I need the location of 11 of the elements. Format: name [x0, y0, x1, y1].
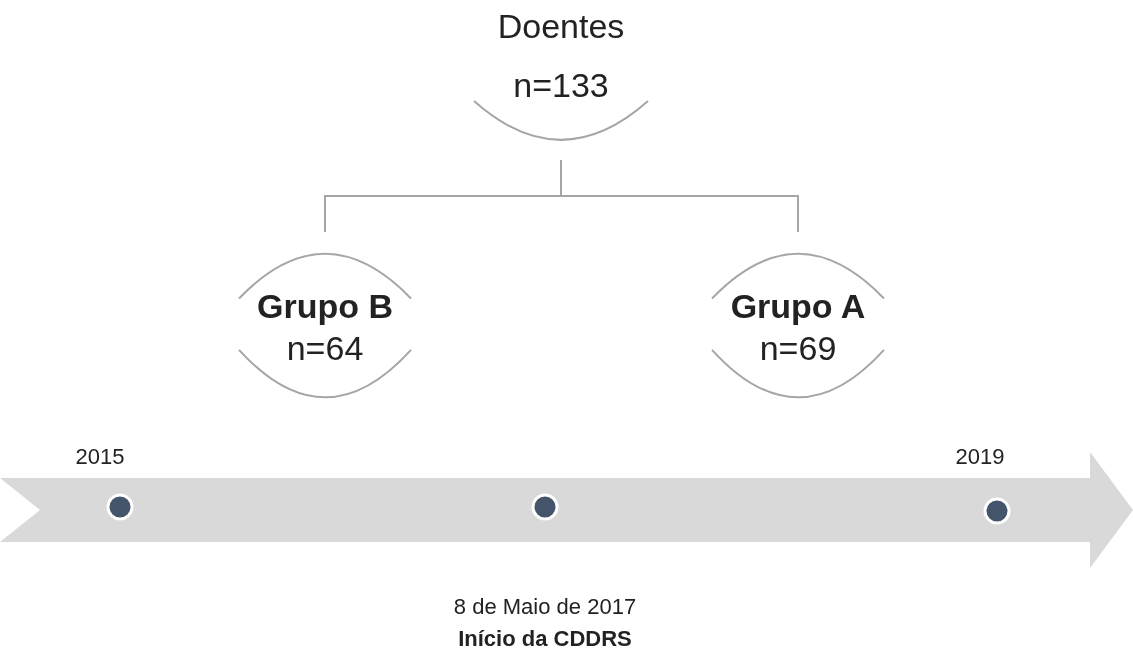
- year-label: 2015: [74, 443, 126, 471]
- node-title: Grupo A: [730, 285, 866, 327]
- node-title: Doentes: [497, 6, 625, 47]
- node-count: n=69: [759, 328, 837, 369]
- date-label: 8 de Maio de 2017: [452, 593, 638, 621]
- node-title: Grupo B: [257, 285, 393, 327]
- node-count: n=133: [513, 64, 609, 106]
- connector-line: [560, 159, 799, 233]
- date-label: Início da CDDRS: [457, 625, 633, 650]
- year-label: 2019: [954, 443, 1006, 471]
- node-count: n=64: [286, 328, 364, 369]
